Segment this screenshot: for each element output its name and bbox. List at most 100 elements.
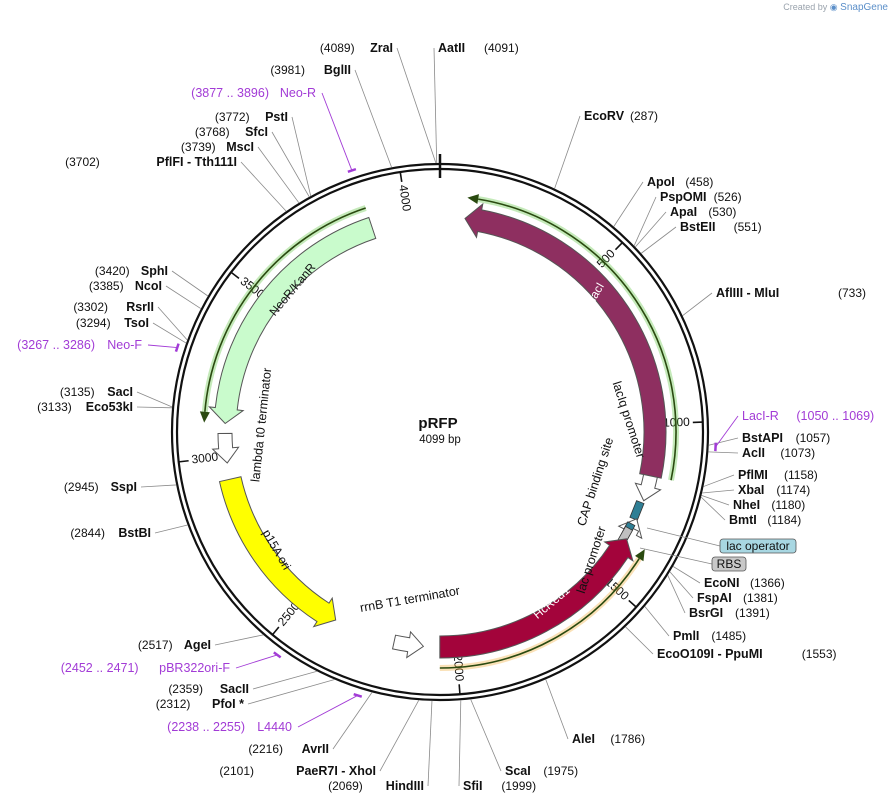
site-position: (2517) — [138, 638, 173, 652]
feature-laci[interactable] — [464, 202, 667, 479]
site-leader-line — [701, 495, 730, 506]
primer-pbr322ori-f[interactable]: pBR322ori-F(2452 .. 2471) — [61, 661, 231, 675]
site-sphi[interactable]: SphI(3420) — [95, 264, 168, 278]
primer-neo-r[interactable]: Neo-R(3877 .. 3896) — [191, 86, 316, 100]
site-position: (2359) — [168, 682, 203, 696]
site-sfii[interactable]: SfiI(1999) — [463, 779, 536, 793]
primer-range: (3267 .. 3286) — [17, 338, 95, 352]
site-rsrii[interactable]: RsrII(3302) — [73, 300, 154, 314]
site-leader-line — [379, 699, 420, 772]
site-position: (1057) — [796, 431, 831, 445]
site-msci[interactable]: MscI(3739) — [181, 140, 254, 154]
site-position: (2312) — [156, 697, 191, 711]
feature-box-rbs — [711, 556, 747, 572]
site-alei[interactable]: AleI(1786) — [572, 732, 645, 746]
site-name: BstAPI — [742, 431, 783, 445]
site-zrai[interactable]: ZraI(4089) — [320, 41, 393, 55]
site-leader-line — [165, 285, 202, 309]
site-apoi[interactable]: ApoI(458) — [647, 175, 713, 189]
outer-arc — [439, 558, 640, 669]
site-name: PaeR7I - XhoI — [296, 764, 376, 778]
site-psti[interactable]: PstI(3772) — [215, 110, 288, 124]
site-leader-line — [700, 496, 726, 521]
site-nhei[interactable]: NheI(1180) — [733, 498, 805, 512]
site-leader-line — [669, 571, 694, 599]
primer-mark — [353, 692, 363, 698]
site-paer7i-xhoi[interactable]: PaeR7I - XhoI(2101) — [219, 764, 376, 778]
site-leader-line — [672, 566, 701, 584]
feature-cap-binding-site[interactable] — [629, 500, 645, 521]
site-name: TsoI — [124, 316, 149, 330]
site-sspi[interactable]: SspI(2945) — [64, 480, 137, 494]
outer-arc-head — [199, 411, 210, 423]
site-aatii[interactable]: AatII(4091) — [438, 41, 519, 55]
site-leader-line — [708, 451, 739, 454]
site-ecorv[interactable]: EcoRV(287) — [584, 109, 658, 123]
site-pflmi[interactable]: PflMI(1158) — [738, 468, 818, 482]
site-leader-line — [271, 131, 310, 198]
site-name: ApaI — [670, 205, 697, 219]
primer-range: (3877 .. 3896) — [191, 86, 269, 100]
site-name: SacII — [220, 682, 249, 696]
primer-l4440[interactable]: L4440(2238 .. 2255) — [167, 720, 292, 734]
feature-rrnb-t1-terminator[interactable] — [391, 630, 425, 659]
site-xbai[interactable]: XbaI(1174) — [738, 483, 810, 497]
site-bsrgi[interactable]: BsrGI(1391) — [689, 606, 770, 620]
tick-mark — [230, 271, 240, 279]
site-position: (3294) — [76, 316, 111, 330]
feature-box-lac-operator — [719, 538, 797, 554]
site-saci[interactable]: SacI(3135) — [60, 385, 133, 399]
feature-lambda-t0-terminator[interactable] — [211, 432, 240, 464]
outer-arc-head — [634, 549, 645, 562]
site-bsteii[interactable]: BstEII(551) — [680, 220, 762, 234]
site-position: (3702) — [65, 155, 100, 169]
feature-laciq-promoter[interactable] — [634, 473, 662, 502]
site-scai[interactable]: ScaI(1975) — [505, 764, 578, 778]
feature-p15a-ori[interactable] — [218, 476, 337, 628]
site-name: PstI — [265, 110, 288, 124]
site-position: (1381) — [743, 591, 778, 605]
site-apai[interactable]: ApaI(530) — [670, 205, 736, 219]
site-acli[interactable]: AclI(1073) — [742, 446, 815, 460]
primer-laci-r[interactable]: LacI-R(1050 .. 1069) — [742, 409, 874, 423]
plasmid-name: pRFP — [418, 415, 457, 432]
primer-mark — [174, 343, 180, 353]
site-hindiii[interactable]: HindIII(2069) — [328, 779, 424, 793]
feature-hcred1[interactable] — [439, 538, 634, 659]
site-position: (3302) — [73, 300, 108, 314]
site-position: (3385) — [89, 279, 124, 293]
site-name: SfiI — [463, 779, 482, 793]
primer-mark — [347, 167, 357, 174]
primer-neo-f[interactable]: Neo-F(3267 .. 3286) — [17, 338, 142, 352]
site-bstapi[interactable]: BstAPI (1057) — [742, 431, 830, 445]
site-ncoi[interactable]: NcoI(3385) — [89, 279, 162, 293]
site-econi[interactable]: EcoNI(1366) — [704, 576, 785, 590]
site-name: BstEII — [680, 220, 715, 234]
primer-leader-line — [147, 344, 178, 349]
site-leader-line — [682, 292, 713, 316]
site-pspomi[interactable]: PspOMI(526) — [660, 190, 742, 204]
site-fspai[interactable]: FspAI(1381) — [697, 591, 778, 605]
site-pfoi[interactable]: PfoI *(2312) — [156, 697, 244, 711]
site-tsoi[interactable]: TsoI (3294) — [76, 316, 149, 330]
site-position: (1391) — [735, 606, 770, 620]
site-name: PflFI - Tth111I — [156, 155, 237, 169]
site-pmli[interactable]: PmlI(1485) — [673, 629, 746, 643]
primer-leader-line — [321, 92, 353, 171]
site-position: (2069) — [328, 779, 363, 793]
site-agei[interactable]: AgeI(2517) — [138, 638, 211, 652]
site-eco53ki[interactable]: Eco53kI(3133) — [37, 400, 133, 414]
site-sacii[interactable]: SacII (2359) — [168, 682, 249, 696]
site-avrii[interactable]: AvrII(2216) — [248, 742, 329, 756]
site-bstbi[interactable]: BstBI(2844) — [70, 526, 151, 540]
site-sfci[interactable]: SfcI(3768) — [195, 125, 268, 139]
site-afliii-mlui[interactable]: AflIII - MluI(733) — [716, 286, 866, 300]
site-ecoo109i-ppumi[interactable]: EcoO109I - PpuMI(1553) — [657, 647, 836, 661]
feature-neor-kanr[interactable] — [208, 216, 377, 425]
site-pflfi-tth111i[interactable]: PflFI - Tth111I (3702) — [65, 155, 237, 169]
site-position: (287) — [630, 109, 658, 123]
site-name: BstBI — [118, 526, 151, 540]
site-bmti[interactable]: BmtI(1184) — [729, 513, 801, 527]
site-bglii[interactable]: BglII(3981) — [270, 63, 351, 77]
site-leader-line — [171, 270, 209, 297]
